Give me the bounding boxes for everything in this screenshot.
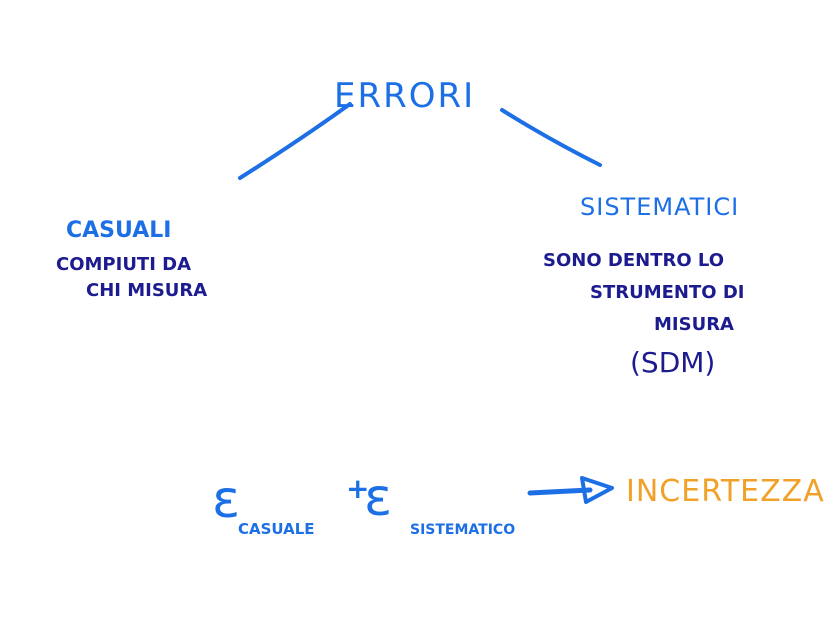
epsilon-casuale: ε [212,470,241,530]
plus-sign: + [346,472,370,505]
heading-sistematici: SISTEMATICI [580,193,740,221]
title-errori: ERRORI [334,76,476,116]
branch-line-right [500,108,602,167]
branch-line-left [238,102,352,180]
sistematici-line-3: MISURA [654,314,734,335]
sistematici-line-2: STRUMENTO DI [590,282,745,303]
arrow-head-icon [580,476,614,504]
sistematici-line-1: SONO DENTRO LO [543,250,725,271]
heading-casuali: CASUALI [66,218,172,243]
result-incertezza: INCERTEZZA [626,474,825,509]
arrow-line [527,487,593,496]
sistematici-line-4: (SDM) [630,346,716,379]
subscript-casuale: CASUALE [238,520,315,538]
subscript-sistematico: SISTEMATICO [410,522,516,538]
epsilon-sistematico: ε [364,468,393,528]
casuali-line-2: CHI MISURA [86,280,208,301]
casuali-line-1: COMPIUTI DA [56,254,192,275]
